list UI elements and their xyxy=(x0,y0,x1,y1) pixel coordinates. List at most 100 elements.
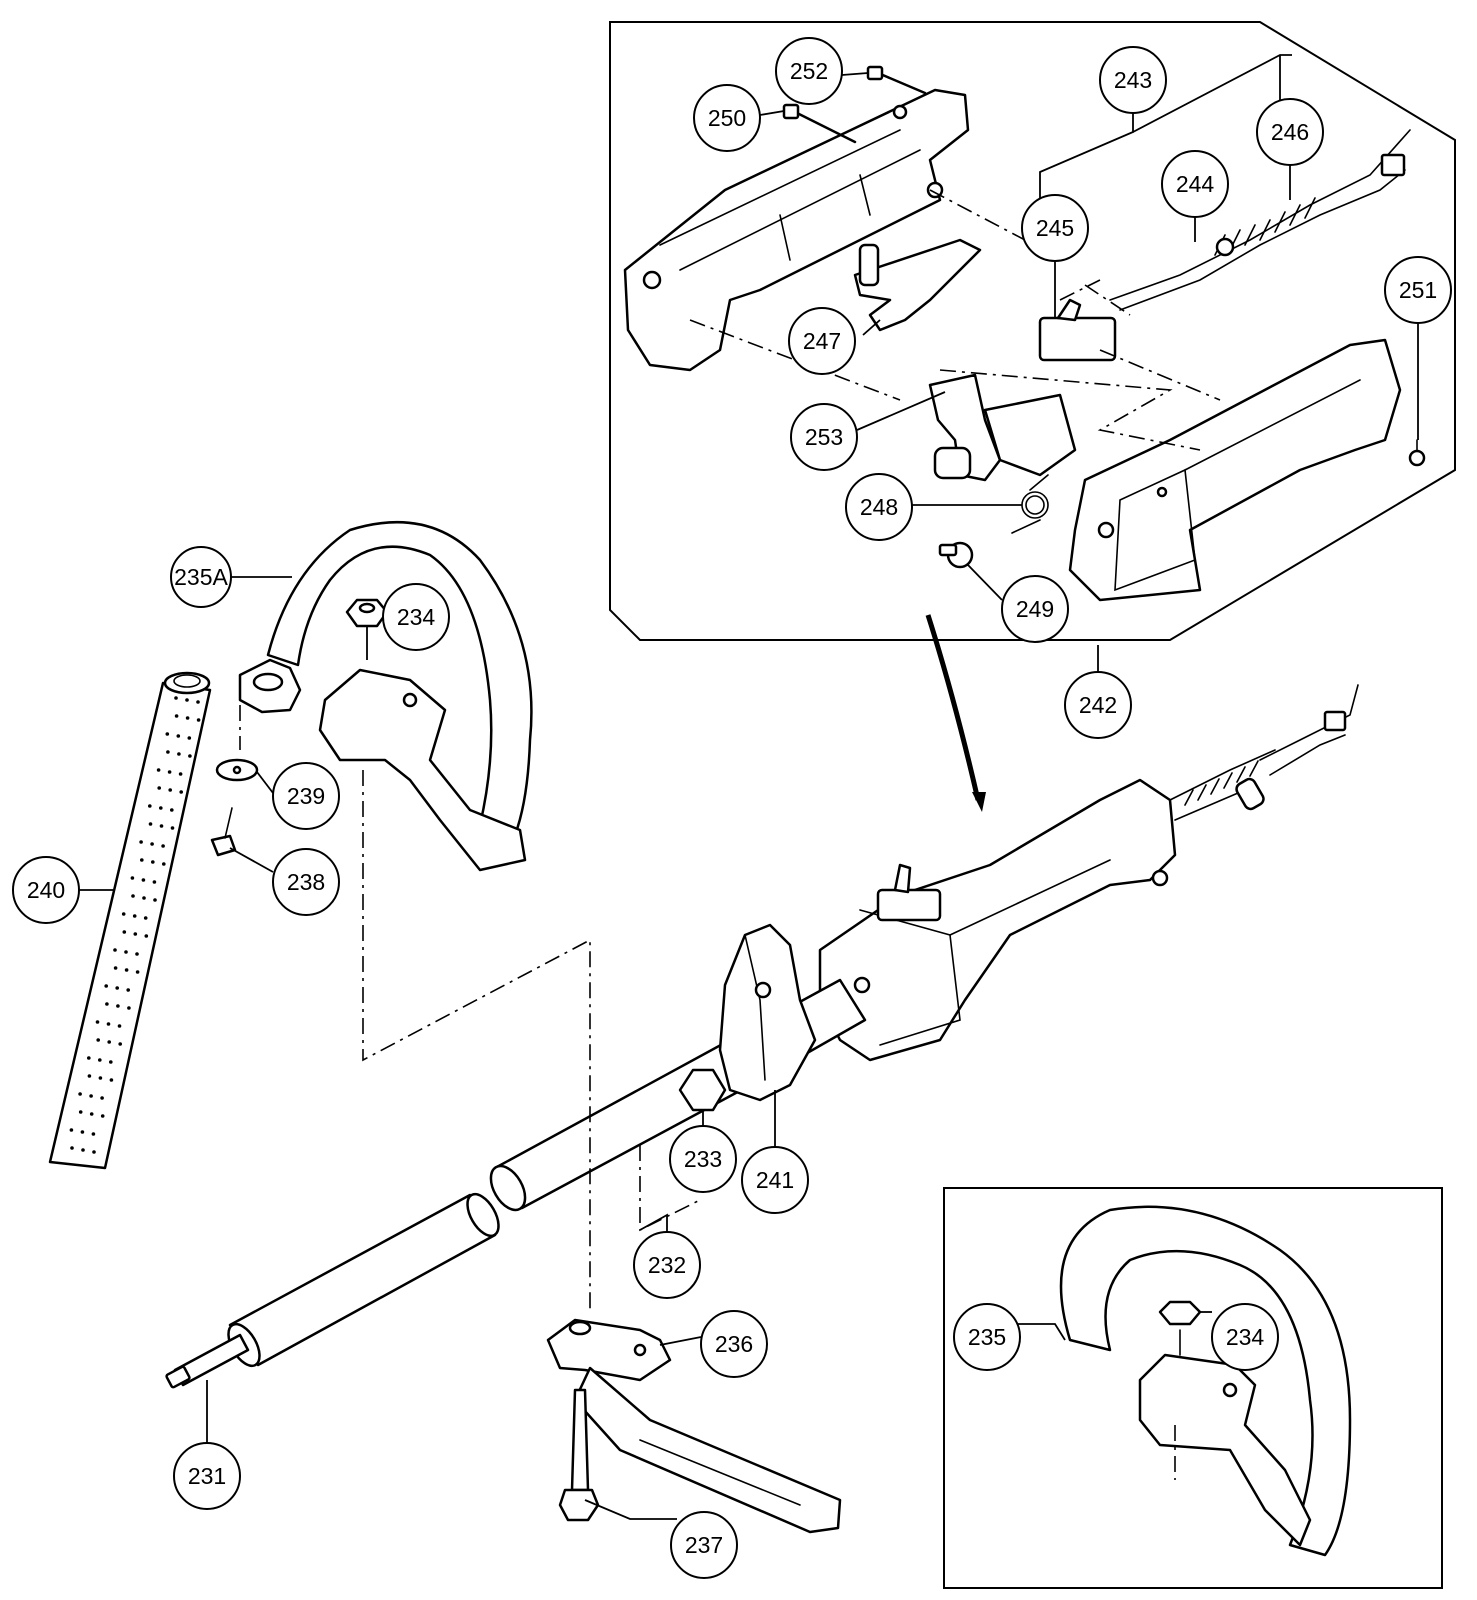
grip-texture-dot xyxy=(87,1056,91,1060)
grip-texture-dot xyxy=(106,1022,111,1026)
assembled-throttle-handle xyxy=(818,684,1359,1062)
grip-texture-dot xyxy=(140,858,144,862)
alternate-handle-inset-frame xyxy=(943,1187,1443,1589)
grip-texture-dot xyxy=(135,952,139,956)
grip-texture-dot xyxy=(105,1002,109,1006)
grip-texture-dot xyxy=(116,1004,120,1008)
grip-texture-dot xyxy=(117,1024,122,1028)
grip-texture-dot xyxy=(124,968,129,972)
callout-label-233: 233 xyxy=(684,1146,722,1172)
callout-label-249: 249 xyxy=(1016,596,1054,622)
grip-texture-dot xyxy=(80,1130,85,1134)
grip-texture-dot xyxy=(196,700,200,704)
grip-texture-dot xyxy=(107,1040,111,1044)
handle-right-housing xyxy=(1068,338,1402,602)
callout-label-252: 252 xyxy=(790,58,828,84)
grip-texture-dot xyxy=(178,772,183,776)
loop-handle-bracket xyxy=(238,658,527,872)
grip-texture-dot xyxy=(179,790,183,794)
grip-texture-dot xyxy=(69,1128,74,1132)
callout-234-inset: 234 xyxy=(1211,1303,1279,1371)
grip-texture-dot xyxy=(170,826,175,830)
grip-texture-dot xyxy=(78,1110,83,1114)
callout-237: 237 xyxy=(670,1511,738,1579)
grip-texture-dot xyxy=(81,1148,85,1152)
throttle-trigger xyxy=(853,238,982,332)
grip-texture-dot xyxy=(148,822,153,826)
detail-alignment-lines xyxy=(689,189,1221,451)
grip-texture-dot xyxy=(113,948,117,952)
grip-texture-dot xyxy=(142,896,146,900)
grip-texture-dot xyxy=(91,1132,96,1136)
grip-texture-dot xyxy=(156,768,161,772)
callout-label-236: 236 xyxy=(715,1331,753,1357)
grip-texture-dot xyxy=(143,916,148,920)
grip-texture-dot xyxy=(122,930,127,934)
kill-switch xyxy=(1038,298,1117,362)
grip-texture-dot xyxy=(115,986,119,990)
callout-label-239: 239 xyxy=(287,783,325,809)
inner-drive-shaft xyxy=(165,1333,250,1389)
grip-texture-dot xyxy=(100,1114,105,1118)
washer-and-screw xyxy=(210,758,259,857)
grip-texture-dot xyxy=(135,970,140,974)
handle-clamp-bracket xyxy=(718,923,817,1102)
callout-251: 251 xyxy=(1384,256,1452,324)
grip-texture-dot xyxy=(174,696,178,700)
callout-label-247: 247 xyxy=(803,328,841,354)
callout-241: 241 xyxy=(741,1146,809,1214)
callout-245: 245 xyxy=(1021,194,1089,262)
callout-label-244: 244 xyxy=(1176,171,1215,197)
grip-texture-dot xyxy=(168,788,172,792)
detail-screws xyxy=(782,65,1426,467)
grip-texture-dot xyxy=(70,1146,74,1150)
adjuster-knob xyxy=(938,541,974,569)
grip-texture-dot xyxy=(126,988,130,992)
grip-texture-dot xyxy=(177,752,181,756)
grip-texture-dot xyxy=(127,1006,131,1010)
grip-texture-dot xyxy=(113,966,118,970)
grip-texture-dot xyxy=(161,844,165,848)
grip-texture-dot xyxy=(185,698,189,702)
grip-texture-dot xyxy=(124,950,128,954)
callout-label-238: 238 xyxy=(287,869,325,895)
grip-texture-dot xyxy=(159,806,163,810)
main-alignment-lines xyxy=(239,705,1176,1480)
grip-texture-dot xyxy=(165,732,170,736)
loop-handle-nut xyxy=(345,598,389,628)
grip-texture-dot xyxy=(167,770,172,774)
callout-238: 238 xyxy=(272,848,340,916)
grip-texture-dot xyxy=(150,842,154,846)
callout-label-242: 242 xyxy=(1079,692,1117,718)
callout-232: 232 xyxy=(633,1231,701,1299)
lock-nut xyxy=(678,1068,727,1112)
grip-texture-dot xyxy=(141,878,146,882)
grip-texture-dot xyxy=(170,808,174,812)
grip-texture-dot xyxy=(109,1060,113,1064)
grip-texture-dot xyxy=(100,1096,104,1100)
callout-246: 246 xyxy=(1256,98,1324,166)
grip-texture-dot xyxy=(139,840,143,844)
callout-label-241: 241 xyxy=(756,1167,794,1193)
callout-253: 253 xyxy=(790,403,858,471)
lower-handle-bar xyxy=(546,1318,842,1534)
grip-texture-dot xyxy=(148,804,152,808)
callout-240: 240 xyxy=(12,856,80,924)
callout-248: 248 xyxy=(845,473,913,541)
grip-texture-dots xyxy=(69,696,201,1154)
callout-label-246: 246 xyxy=(1271,119,1309,145)
grip-sleeve xyxy=(48,671,212,1170)
torsion-spring xyxy=(1011,474,1049,534)
inset-alternate-handle xyxy=(1059,1205,1352,1557)
callout-239: 239 xyxy=(272,762,340,830)
grip-texture-dot xyxy=(131,894,135,898)
callout-label-231: 231 xyxy=(188,1463,226,1489)
callout-233: 233 xyxy=(669,1125,737,1193)
callout-231: 231 xyxy=(173,1442,241,1510)
grip-texture-dot xyxy=(187,736,192,740)
grip-texture-dot xyxy=(109,1078,114,1082)
callout-242: 242 xyxy=(1064,671,1132,739)
grip-texture-dot xyxy=(92,1150,96,1154)
grip-texture-dot xyxy=(159,824,164,828)
